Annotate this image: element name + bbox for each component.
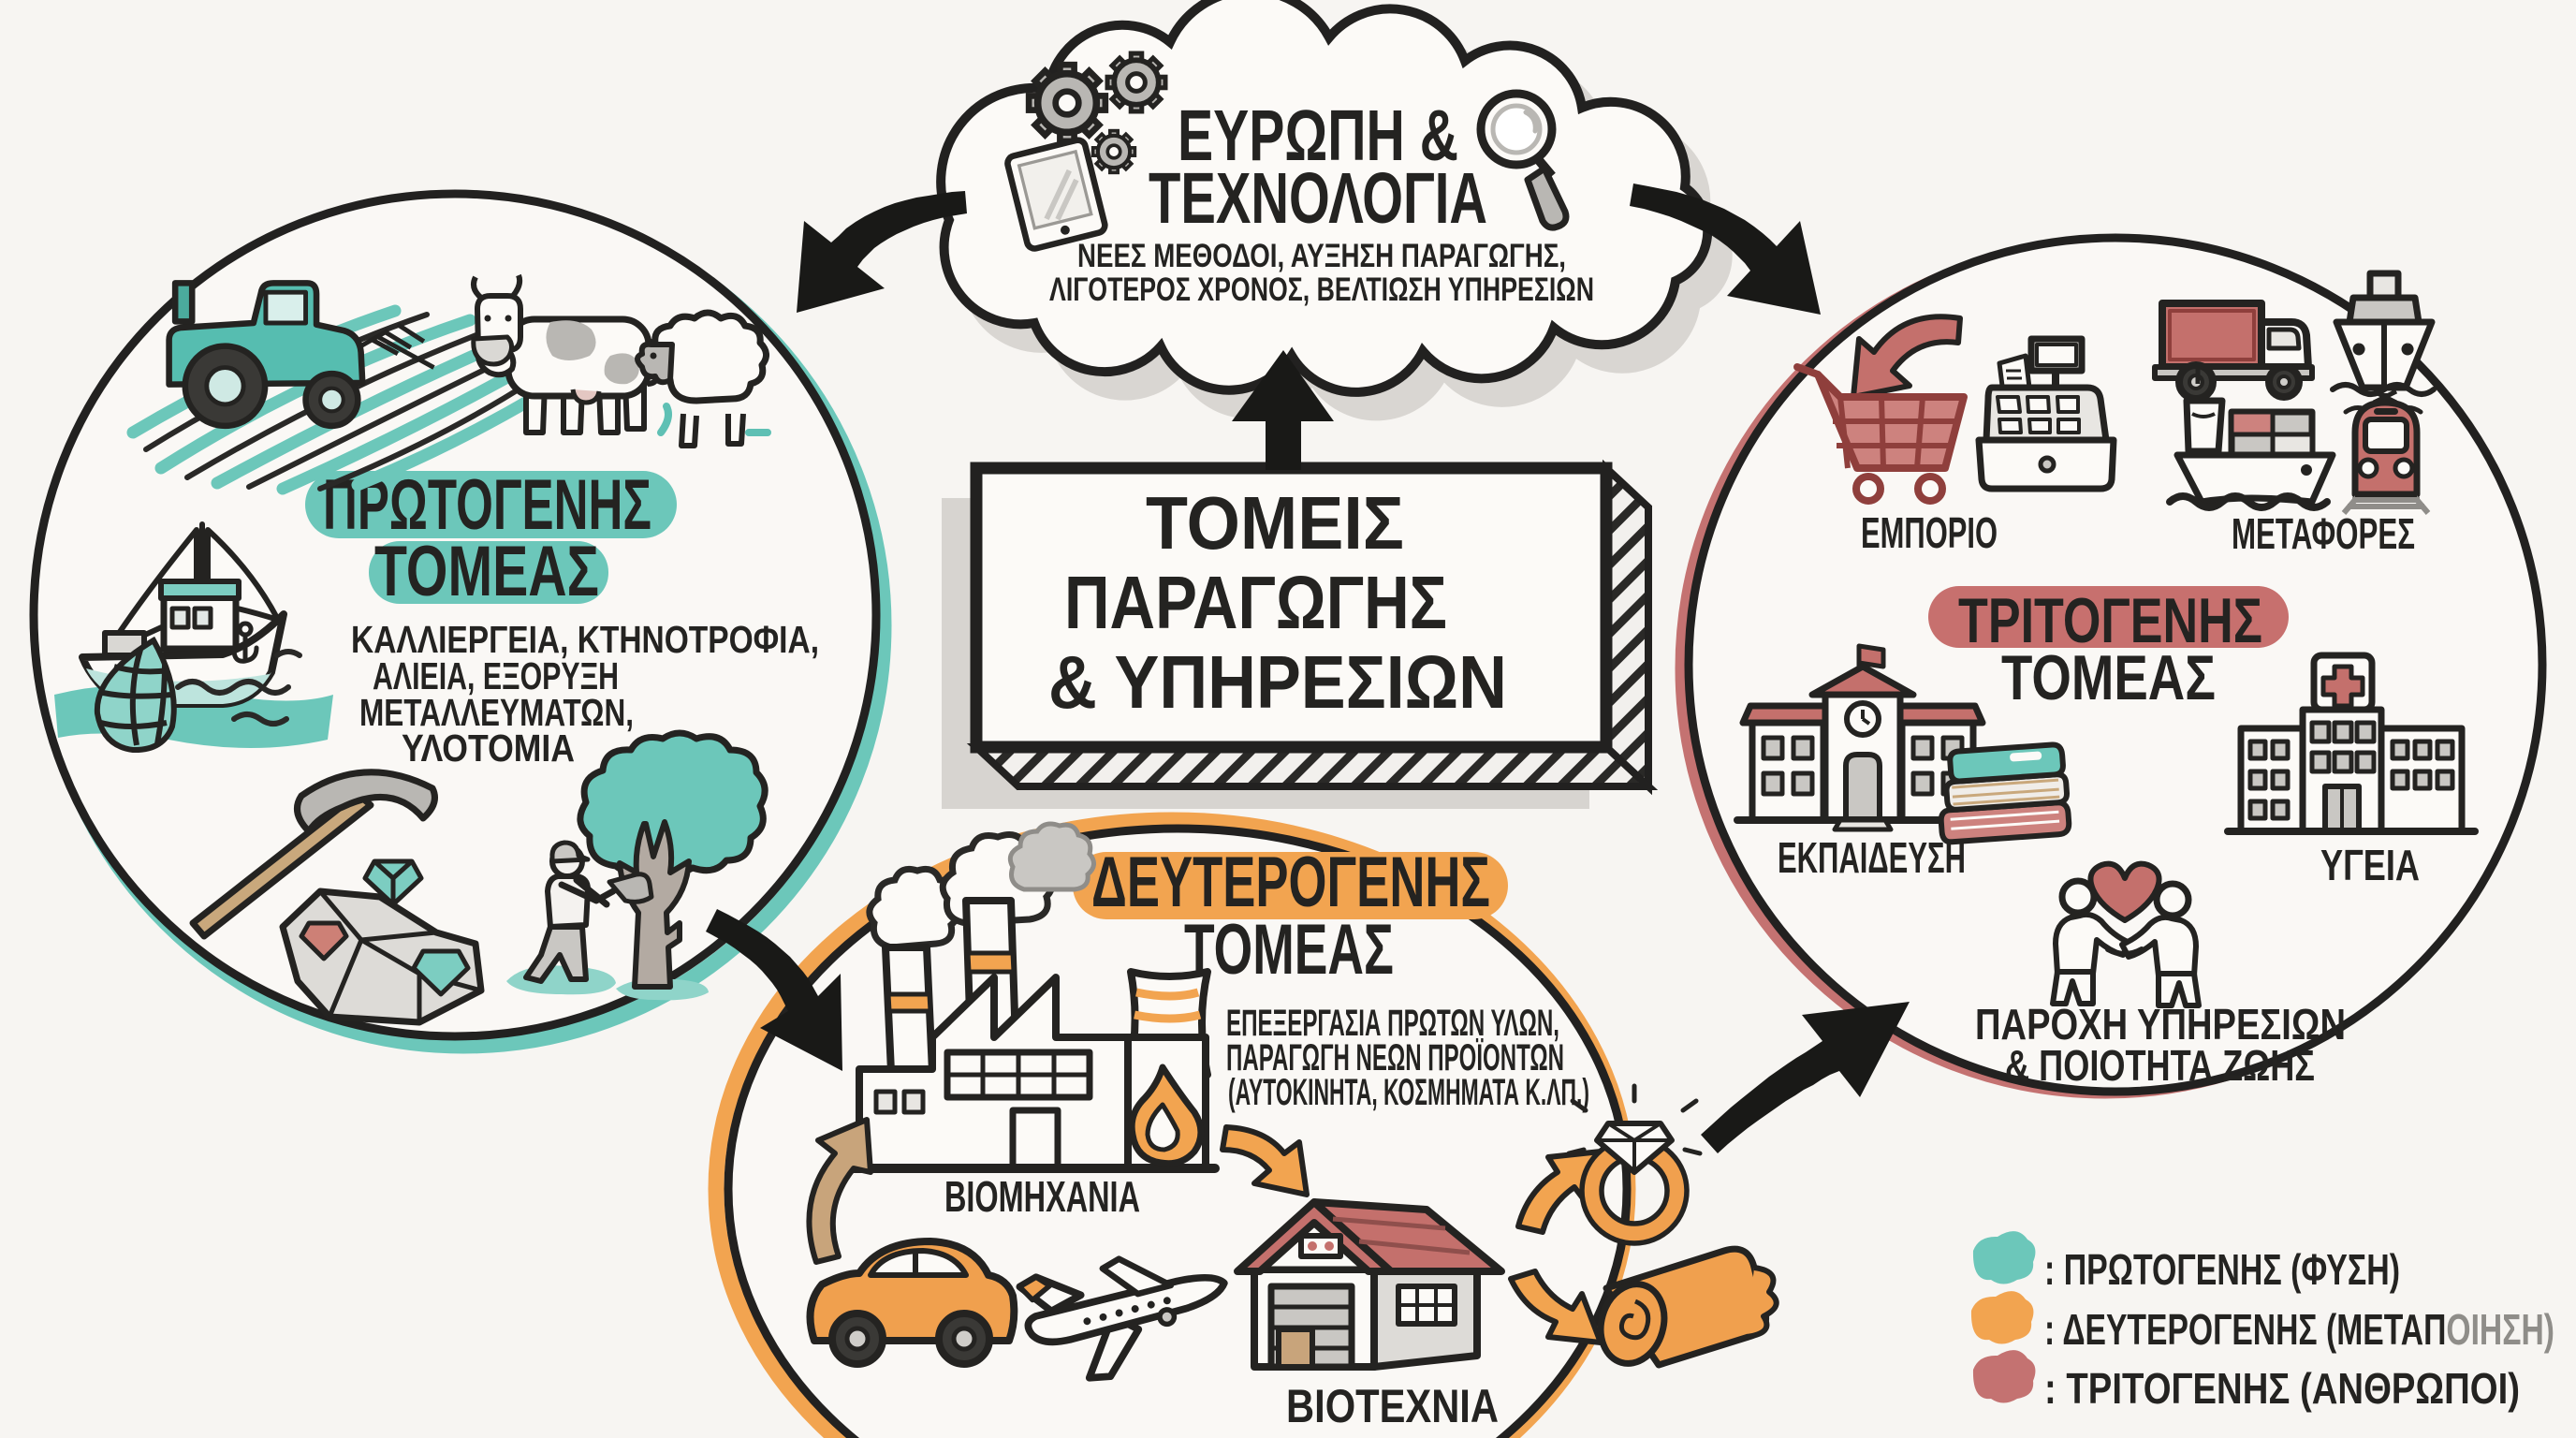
svg-text:ΤΟΜΕΑΣ: ΤΟΜΕΑΣ <box>374 532 599 611</box>
svg-text:ΠΑΡΑΓΩΓΗ ΝΕΩΝ ΠΡΟΪΟΝΤΩΝ: ΠΑΡΑΓΩΓΗ ΝΕΩΝ ΠΡΟΪΟΝΤΩΝ <box>1226 1037 1564 1078</box>
svg-text:: ΤΡΙΤΟΓΕΝΗΣ (ΑΝΘΡΩΠΟΙ): : ΤΡΙΤΟΓΕΝΗΣ (ΑΝΘΡΩΠΟΙ) <box>2044 1364 2520 1413</box>
svg-text:ΜΕΤΑΦΟΡΕΣ: ΜΕΤΑΦΟΡΕΣ <box>2232 509 2415 558</box>
svg-text:ΒΙΟΜΗΧΑΝΙΑ: ΒΙΟΜΗΧΑΝΙΑ <box>944 1172 1140 1221</box>
svg-text:ΤΟΜΕΑΣ: ΤΟΜΕΑΣ <box>2001 642 2216 713</box>
svg-text:ΜΕΤΑΛΛΕΥΜΑΤΩΝ,: ΜΕΤΑΛΛΕΥΜΑΤΩΝ, <box>359 691 634 734</box>
svg-text:ΕΠΕΞΕΡΓΑΣΙΑ ΠΡΩΤΩΝ ΥΛΩΝ,: ΕΠΕΞΕΡΓΑΣΙΑ ΠΡΩΤΩΝ ΥΛΩΝ, <box>1226 1003 1559 1044</box>
svg-text:ΠΑΡΑΓΩΓΗΣ: ΠΑΡΑΓΩΓΗΣ <box>1064 561 1447 644</box>
svg-text:ΛΙΓΟΤΕΡΟΣ ΧΡΟΝΟΣ, ΒΕΛΤΙΩΣΗ ΥΠΗ: ΛΙΓΟΤΕΡΟΣ ΧΡΟΝΟΣ, ΒΕΛΤΙΩΣΗ ΥΠΗΡΕΣΙΩΝ <box>1049 271 1594 308</box>
svg-text:ΤΟΜΕΑΣ: ΤΟΜΕΑΣ <box>1184 910 1394 990</box>
svg-text:ΔΕΥΤΕΡΟΓΕΝΗΣ: ΔΕΥΤΕΡΟΓΕΝΗΣ <box>1091 843 1490 922</box>
svg-text:: ΔΕΥΤΕΡΟΓΕΝΗΣ (ΜΕΤΑΠΟΙΗΣΗ): : ΔΕΥΤΕΡΟΓΕΝΗΣ (ΜΕΤΑΠΟΙΗΣΗ) <box>2044 1305 2554 1354</box>
svg-text:ΚΑΛΛΙΕΡΓΕΙΑ, ΚΤΗΝΟΤΡΟΦΙΑ,: ΚΑΛΛΙΕΡΓΕΙΑ, ΚΤΗΝΟΤΡΟΦΙΑ, <box>351 618 819 661</box>
svg-text:ΒΙΟΤΕΧΝΙΑ: ΒΙΟΤΕΧΝΙΑ <box>1286 1380 1499 1432</box>
svg-text:& ΠΟΙΟΤΗΤΑ ΖΩΗΣ: & ΠΟΙΟΤΗΤΑ ΖΩΗΣ <box>2005 1041 2315 1090</box>
svg-text:ΕΚΠΑΙΔΕΥΣΗ: ΕΚΠΑΙΔΕΥΣΗ <box>1778 833 1966 882</box>
svg-text:ΕΜΠΟΡΙΟ: ΕΜΠΟΡΙΟ <box>1861 508 1998 557</box>
svg-text:ΑΛΙΕΙΑ, ΕΞΟΡΥΞΗ: ΑΛΙΕΙΑ, ΕΞΟΡΥΞΗ <box>373 654 619 697</box>
svg-text:ΕΥΡΩΠΗ &: ΕΥΡΩΠΗ & <box>1178 95 1458 176</box>
svg-text:ΤΡΙΤΟΓΕΝΗΣ: ΤΡΙΤΟΓΕΝΗΣ <box>1958 585 2262 656</box>
svg-text:(ΑΥΤΟΚΙΝΗΤΑ, ΚΟΣΜΗΜΑΤΑ Κ.ΛΠ.): (ΑΥΤΟΚΙΝΗΤΑ, ΚΟΣΜΗΜΑΤΑ Κ.ΛΠ.) <box>1228 1072 1589 1113</box>
svg-text:& ΥΠΗΡΕΣΙΩΝ: & ΥΠΗΡΕΣΙΩΝ <box>1048 640 1507 724</box>
svg-text:ΤΟΜΕΙΣ: ΤΟΜΕΙΣ <box>1146 481 1404 565</box>
svg-text:: ΠΡΩΤΟΓΕΝΗΣ (ΦΥΣΗ): : ΠΡΩΤΟΓΕΝΗΣ (ΦΥΣΗ) <box>2044 1245 2400 1294</box>
svg-text:ΝΕΕΣ ΜΕΘΟΔΟΙ, ΑΥΞΗΣΗ ΠΑΡΑΓΩΓΗΣ: ΝΕΕΣ ΜΕΘΟΔΟΙ, ΑΥΞΗΣΗ ΠΑΡΑΓΩΓΗΣ, <box>1077 238 1566 274</box>
svg-text:ΤΕΧΝΟΛΟΓΙΑ: ΤΕΧΝΟΛΟΓΙΑ <box>1149 158 1487 239</box>
svg-text:ΥΓΕΙΑ: ΥΓΕΙΑ <box>2320 841 2420 889</box>
svg-text:ΥΛΟΤΟΜΙΑ: ΥΛΟΤΟΜΙΑ <box>402 726 575 770</box>
